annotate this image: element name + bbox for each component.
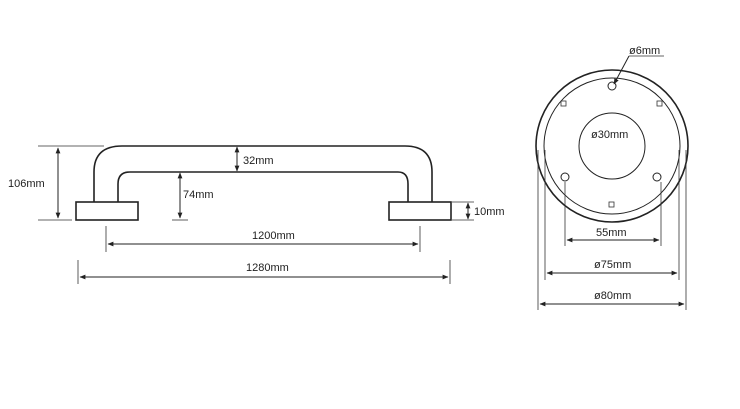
screw-hole-top (607, 81, 617, 91)
outer-label: ø80mm (594, 290, 631, 302)
screw-label: ø6mm (629, 45, 660, 57)
inner-label: 74mm (183, 189, 214, 201)
end-view: ø6mm ø30mm 55mm ø75mm ø80mm (535, 45, 689, 310)
centers-dimension: 1200mm (105, 226, 421, 252)
tube-label: 32mm (243, 155, 274, 167)
left-flange (75, 201, 139, 221)
mark-square (656, 100, 663, 107)
mark-square (608, 201, 615, 208)
overall-dimension: 1280mm (77, 260, 451, 284)
height-label: 106mm (8, 178, 45, 190)
tube-dimension: 32mm (234, 146, 274, 172)
screw-hole-right (652, 172, 662, 182)
overall-label: 1280mm (246, 262, 289, 274)
side-view: 106mm 32mm 74mm 10mm 1200mm (8, 145, 505, 284)
centers-label: 1200mm (252, 230, 295, 242)
inner-rose-circle (543, 77, 681, 215)
bolt-dimension: 55mm (564, 182, 662, 246)
inner-dimension: 74mm (172, 172, 214, 221)
flange-label: 10mm (474, 206, 505, 218)
height-dimension: 106mm (8, 145, 104, 221)
grab-bar-outer-outline (93, 145, 433, 202)
screw-hole-left (560, 172, 570, 182)
mark-square (560, 100, 567, 107)
rose-label: ø75mm (594, 259, 631, 271)
outer-dimension: ø80mm (537, 150, 687, 310)
grab-bar-inner-outline (117, 171, 409, 202)
rose-dimension: ø75mm (544, 150, 680, 280)
bolt-label: 55mm (596, 227, 627, 239)
bore-label: ø30mm (591, 129, 628, 141)
bore-circle (578, 112, 646, 180)
screw-dimension: ø6mm (613, 45, 664, 85)
right-flange (388, 201, 452, 221)
flange-dimension: 10mm (452, 201, 505, 221)
outer-rose-circle (535, 69, 689, 223)
